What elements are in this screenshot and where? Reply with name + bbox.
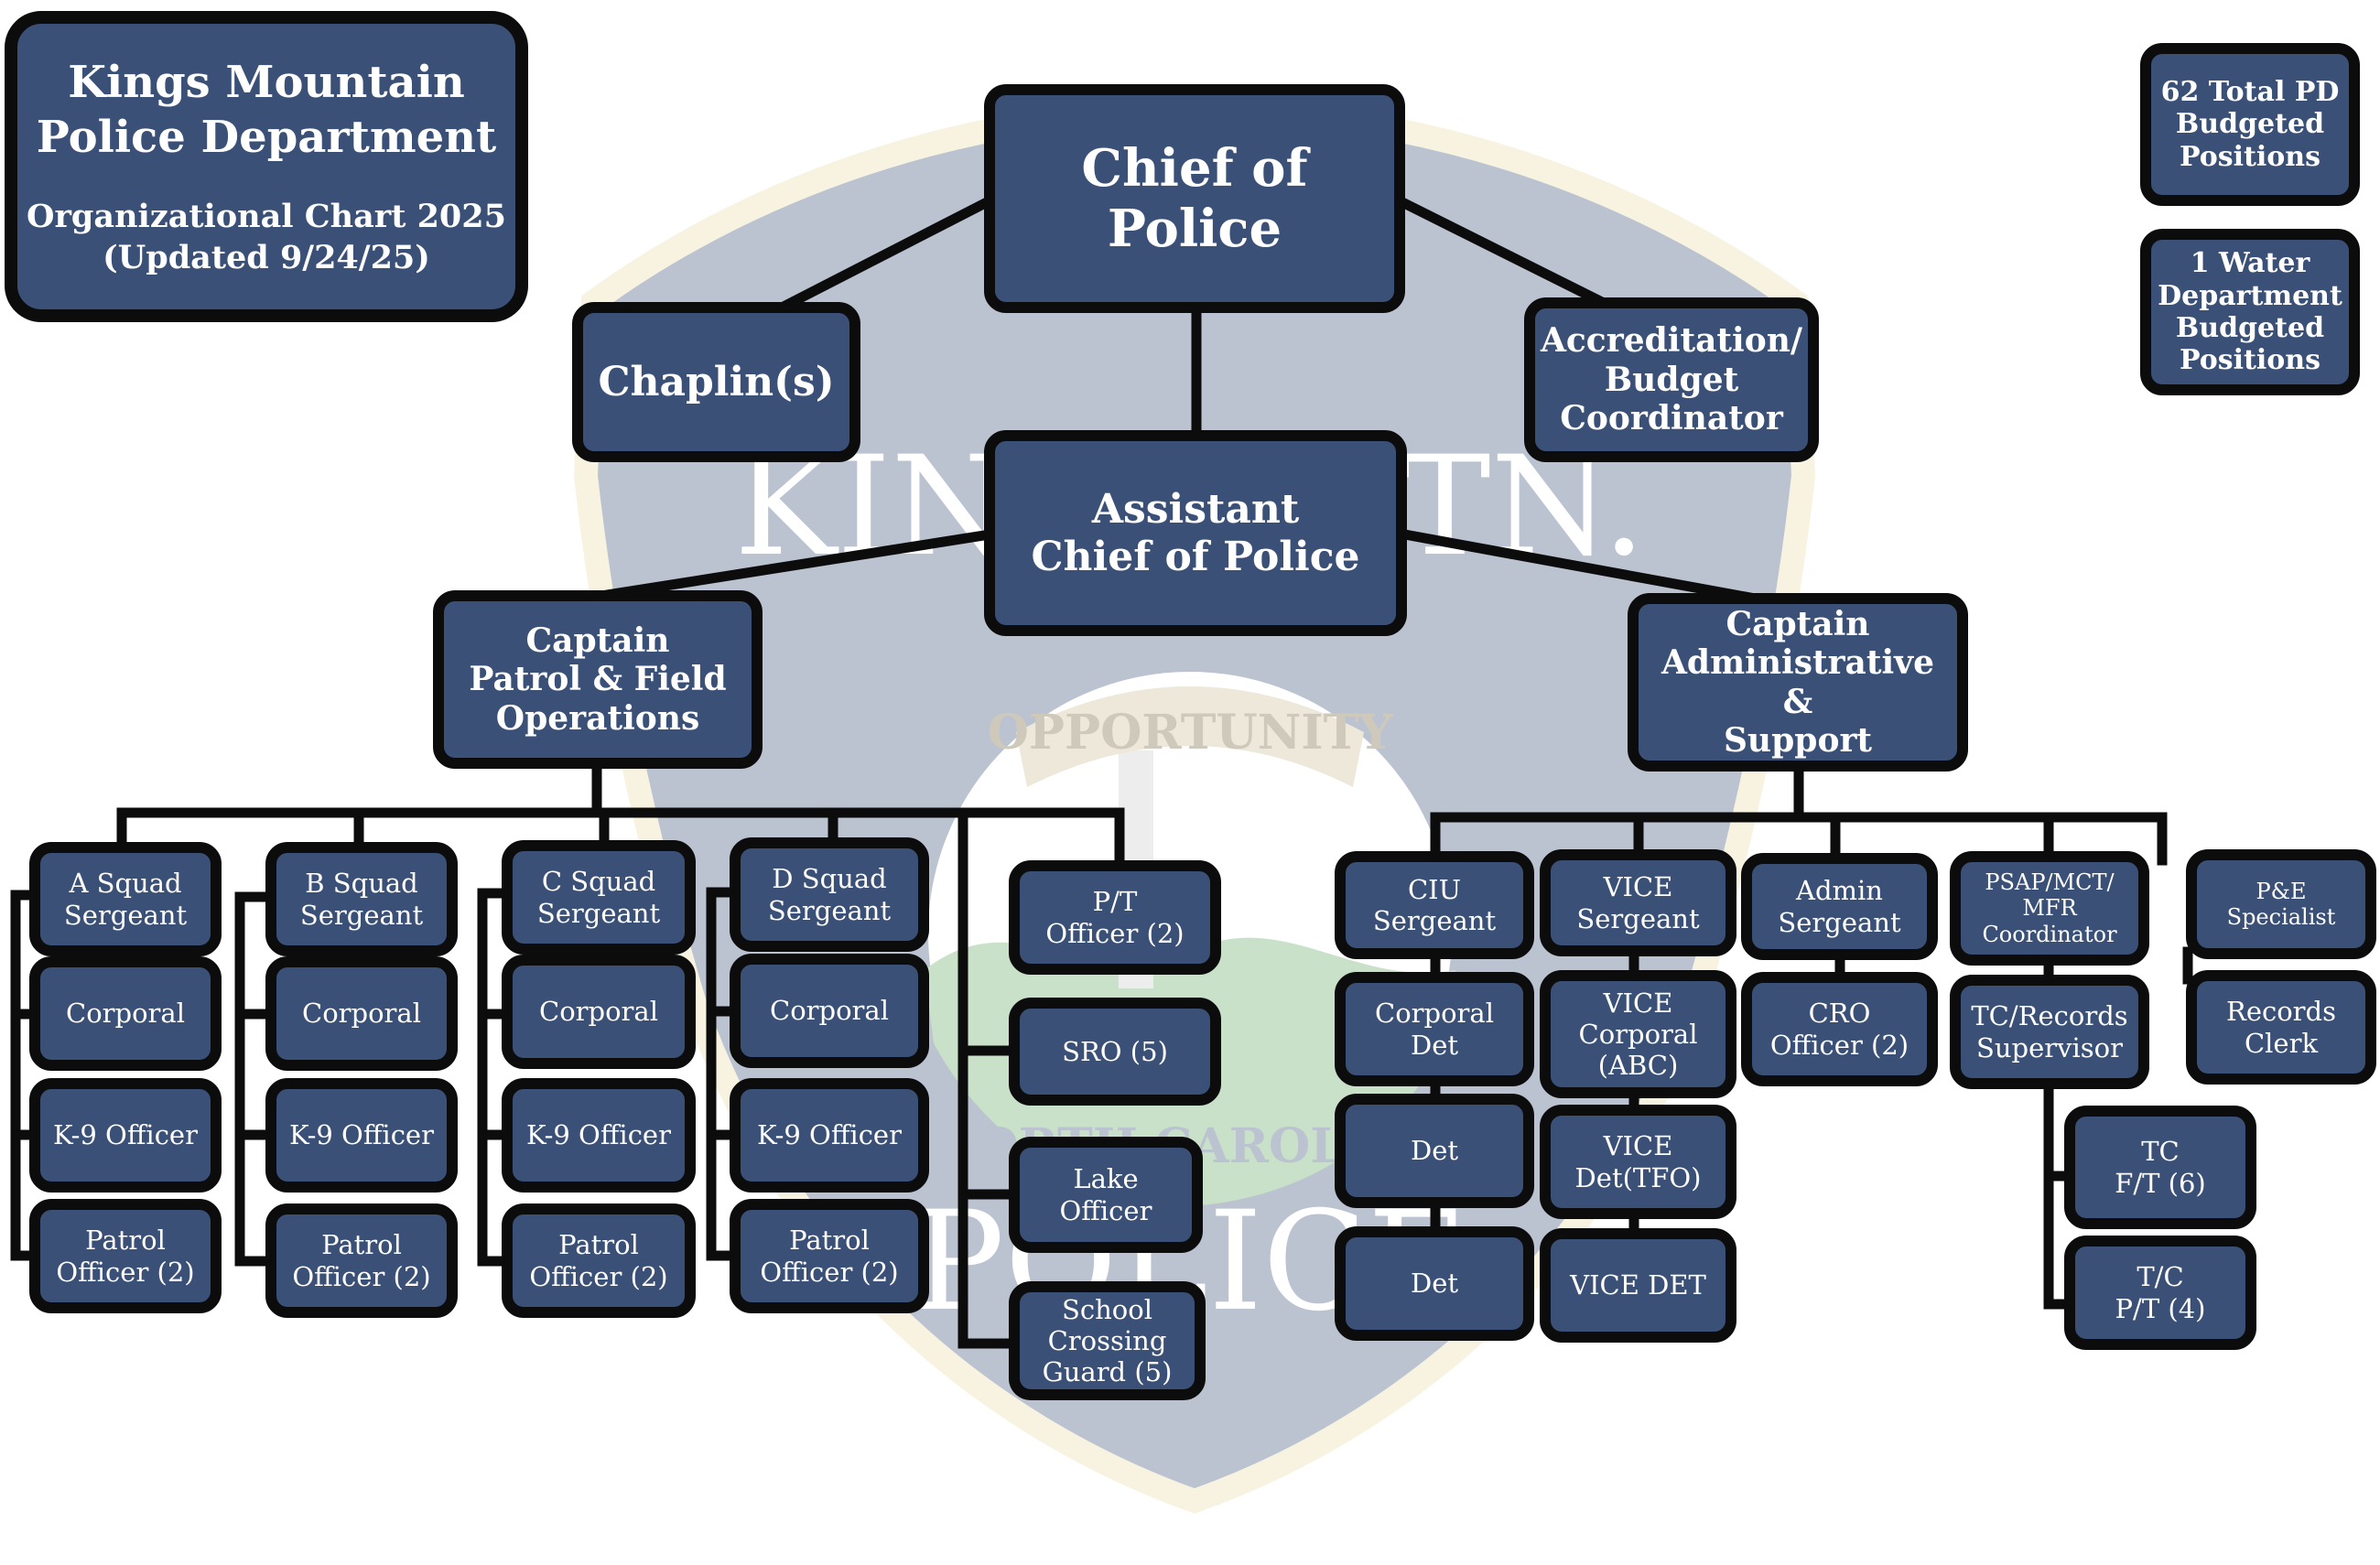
chaplin-box: Chaplin(s) — [572, 302, 860, 462]
ciu-det-box-1: Det — [1335, 1094, 1534, 1208]
vice-det-tfo-box: VICE Det(TFO) — [1540, 1105, 1736, 1219]
tc-full-time-box: TC F/T (6) — [2064, 1106, 2256, 1229]
water-positions-note: 1 Water Department Budgeted Positions — [2140, 229, 2360, 395]
c-squad-sergeant-box: C Squad Sergeant — [502, 840, 696, 955]
vice-det-box: VICE DET — [1540, 1228, 1736, 1343]
pt-officer-box: P/T Officer (2) — [1009, 860, 1221, 975]
school-crossing-guard-box: School Crossing Guard (5) — [1009, 1281, 1206, 1400]
psap-mct-mfr-coordinator-box: PSAP/MCT/ MFR Coordinator — [1950, 851, 2149, 966]
badge-ribbon-text: OPPORTUNITY — [988, 705, 1394, 761]
b-squad-sergeant-box: B Squad Sergeant — [265, 842, 458, 956]
badge-ribbon — [1016, 686, 1364, 787]
cro-officer-box: CRO Officer (2) — [1741, 972, 1938, 1086]
c-squad-patrol-officer-box: Patrol Officer (2) — [502, 1203, 696, 1318]
d-squad-k9-officer-box: K-9 Officer — [730, 1078, 929, 1193]
total-positions-note: 62 Total PD Budgeted Positions — [2140, 43, 2360, 206]
assistant-chief-box: Assistant Chief of Police — [984, 430, 1407, 636]
ciu-sergeant-box: CIU Sergeant — [1335, 851, 1534, 959]
ciu-det-box-2: Det — [1335, 1226, 1534, 1341]
a-squad-patrol-officer-box: Patrol Officer (2) — [29, 1199, 222, 1313]
sro-box: SRO (5) — [1009, 998, 1221, 1106]
a-squad-sergeant-box: A Squad Sergeant — [29, 842, 222, 956]
vice-corporal-abc-box: VICE Corporal (ABC) — [1540, 970, 1736, 1098]
admin-sergeant-box: Admin Sergeant — [1741, 853, 1938, 960]
c-squad-k9-officer-box: K-9 Officer — [502, 1078, 696, 1193]
chart-subtitle: Organizational Chart 2025 (Updated 9/24/… — [27, 197, 506, 277]
a-squad-corporal-box: Corporal — [29, 956, 222, 1071]
captain-patrol-field-operations-box: Captain Patrol & Field Operations — [433, 590, 763, 769]
b-squad-corporal-box: Corporal — [265, 956, 458, 1071]
a-squad-k9-officer-box: K-9 Officer — [29, 1078, 222, 1193]
d-squad-corporal-box: Corporal — [730, 954, 929, 1068]
d-squad-sergeant-box: D Squad Sergeant — [730, 837, 929, 952]
lake-officer-box: Lake Officer — [1009, 1137, 1203, 1253]
vice-sergeant-box: VICE Sergeant — [1540, 849, 1736, 956]
c-squad-corporal-box: Corporal — [502, 955, 696, 1069]
captain-administrative-support-box: Captain Administrative & Support — [1628, 593, 1968, 772]
b-squad-k9-officer-box: K-9 Officer — [265, 1078, 458, 1193]
records-clerk-box: Records Clerk — [2186, 970, 2376, 1085]
chief-of-police-box: Chief of Police — [984, 84, 1405, 313]
accreditation-budget-coordinator-box: Accreditation/ Budget Coordinator — [1524, 297, 1819, 462]
ciu-corporal-det-box: Corporal Det — [1335, 972, 1534, 1086]
d-squad-patrol-officer-box: Patrol Officer (2) — [730, 1199, 929, 1313]
tc-part-time-box: T/C P/T (4) — [2064, 1236, 2256, 1350]
tc-records-supervisor-box: TC/Records Supervisor — [1950, 975, 2149, 1089]
b-squad-patrol-officer-box: Patrol Officer (2) — [265, 1203, 458, 1318]
chart-title-box: Kings Mountain Police Department Organiz… — [5, 11, 528, 322]
pe-specialist-box: P&E Specialist — [2186, 849, 2376, 959]
department-title: Kings Mountain Police Department — [36, 56, 497, 163]
